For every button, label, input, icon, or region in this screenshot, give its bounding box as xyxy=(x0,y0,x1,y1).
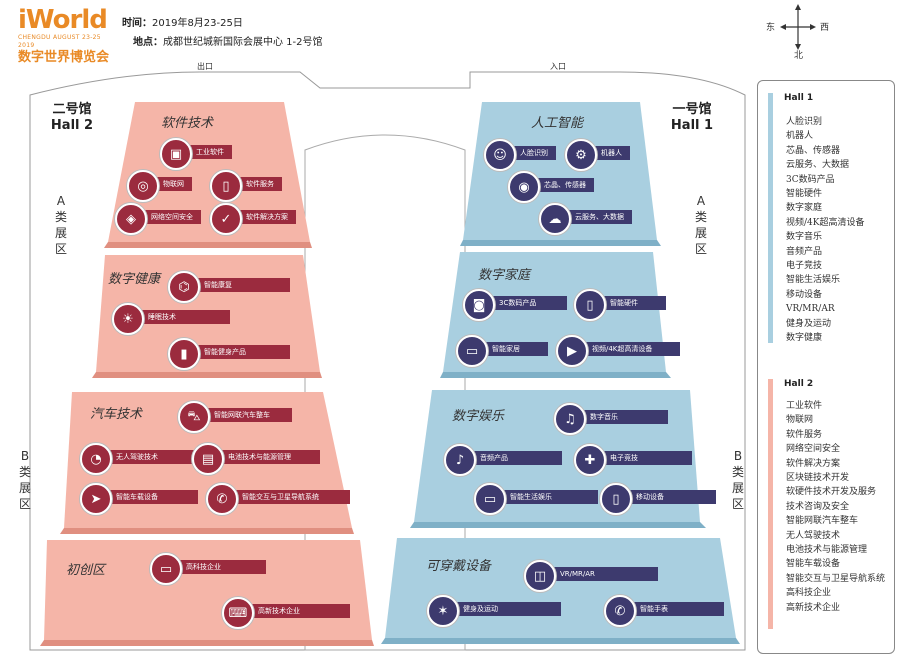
zone-software-title: 软件技术 xyxy=(161,116,214,131)
robot-icon: ⚙ xyxy=(565,139,597,171)
legend-item: 智能生活娱乐 xyxy=(786,275,841,286)
legend-hall1-list: 人脸识别机器人芯晶、传感器云服务、大数据 3C数码产品智能硬件数字家庭视频/4K超… xyxy=(786,115,864,346)
legend-item: 软件解决方案 xyxy=(786,458,841,469)
iworld-logo: iWorld CHENGDU AUGUST 23-25 2019 数字世界博览会 xyxy=(18,6,118,65)
satellite-icon: ✆ xyxy=(206,483,238,515)
zone-startup-shape xyxy=(40,540,374,646)
mouse-icon: ▯ xyxy=(210,170,242,202)
exit-label: 出口 xyxy=(197,62,213,71)
network-node-icon: ⌬ xyxy=(168,271,200,303)
face-scan-icon: ☺ xyxy=(484,139,516,171)
battery-icon: ▤ xyxy=(192,443,224,475)
compass-icon xyxy=(780,4,816,50)
play-icon: ▶ xyxy=(556,335,588,367)
legend-item: 网络空间安全 xyxy=(786,444,841,455)
event-place: 地点：成都世纪城新国际会展中心 1-2号馆 xyxy=(133,37,323,48)
legend-hall2-list: 工业软件物联网软件服务网络空间安全软件解决方案区块链技术开发软硬件技术开发及服务… xyxy=(786,399,885,615)
legend-item: 健身及运动 xyxy=(786,318,832,329)
compass-east: 东 xyxy=(766,23,776,33)
legend-item: 3C数码产品 xyxy=(786,174,835,185)
gamepad-icon: ✚ xyxy=(574,444,606,476)
legend-item: 数字家庭 xyxy=(786,203,823,214)
zone-startup-title: 初创区 xyxy=(66,563,106,578)
legend-hall2-bar xyxy=(768,379,773,629)
hardware-card-icon: ▯ xyxy=(574,289,606,321)
zone-auto-title: 汽车技术 xyxy=(90,407,143,422)
legend-panel: Hall 1 人脸识别机器人芯晶、传感器云服务、大数据 3C数码产品智能硬件数字家… xyxy=(757,80,895,654)
zone-ai-shape xyxy=(460,102,661,246)
sensor-icon: ◉ xyxy=(508,171,540,203)
zone-ai-title: 人工智能 xyxy=(531,116,584,131)
laptop-icon: ⌨ xyxy=(222,597,254,629)
compass-north: 北 xyxy=(794,51,804,61)
legend-item: 芯晶、传感器 xyxy=(786,145,841,156)
zone-ent-title: 数字娱乐 xyxy=(452,409,505,424)
chip-icon: ▣ xyxy=(160,138,192,170)
legend-item: 软件服务 xyxy=(786,429,823,440)
sim-card-icon: ▮ xyxy=(168,338,200,370)
handheld-console-icon: ▭ xyxy=(474,483,506,515)
tablet-icon: ▯ xyxy=(600,483,632,515)
lightbulb-icon: ☀ xyxy=(112,303,144,335)
legend-item: 数字健康 xyxy=(786,333,823,344)
zone-wear-title: 可穿戴设备 xyxy=(426,559,492,574)
logo-cn-name: 数字世界博览会 xyxy=(18,50,110,65)
legend-item: 音频产品 xyxy=(786,246,823,257)
entrance-label: 入口 xyxy=(550,62,566,71)
monitor-icon: ▭ xyxy=(150,553,182,585)
fitness-person-icon: ✶ xyxy=(427,595,459,627)
legend-item: 云服务、大数据 xyxy=(786,160,850,171)
legend-hall2-title: Hall 2 xyxy=(784,379,814,389)
legend-item: VR/MR/AR xyxy=(786,304,835,315)
legend-item: 物联网 xyxy=(786,415,814,426)
legend-item: 智能硬件 xyxy=(786,189,823,200)
check-icon: ✓ xyxy=(210,203,242,235)
legend-item: 高新技术企业 xyxy=(786,602,841,613)
cloud-icon: ☁ xyxy=(539,203,571,235)
phone-watch-icon: ✆ xyxy=(604,595,636,627)
hd-tv-icon: ▭ xyxy=(456,335,488,367)
legend-item: 电子竞技 xyxy=(786,261,823,272)
logo-text: iWorld xyxy=(18,5,108,35)
zone-health-title: 数字健康 xyxy=(108,272,161,287)
legend-item: 高科技企业 xyxy=(786,588,832,599)
navigation-arrow-icon: ➤ xyxy=(80,483,112,515)
legend-item: 软硬件技术开发及服务 xyxy=(786,487,877,498)
legend-item: 智能交互与卫星导航系统 xyxy=(786,573,886,584)
zone-software-shape xyxy=(104,102,312,248)
camera-icon: ◙ xyxy=(463,289,495,321)
zone-home-title: 数字家庭 xyxy=(478,268,531,283)
legend-item: 工业软件 xyxy=(786,401,823,411)
sound-wave-icon: ♪ xyxy=(444,444,476,476)
legend-hall1-title: Hall 1 xyxy=(784,93,814,103)
legend-item: 数字音乐 xyxy=(786,232,823,243)
legend-item: 移动设备 xyxy=(786,289,823,300)
vr-headset-icon: ◫ xyxy=(524,560,556,592)
zone-wear-shape xyxy=(381,538,740,644)
legend-hall1-bar xyxy=(768,93,773,343)
legend-item: 机器人 xyxy=(786,131,814,142)
event-time: 时间：2019年8月23-25日 xyxy=(122,18,243,29)
speedometer-icon: ◔ xyxy=(80,443,112,475)
legend-item: 电池技术与能源管理 xyxy=(786,545,868,556)
headphones-icon: ♫ xyxy=(554,403,586,435)
legend-item: 技术咨询及安全 xyxy=(786,501,850,512)
wifi-shield-icon: ◈ xyxy=(115,203,147,235)
legend-item: 视频/4K超高清设备 xyxy=(786,217,865,228)
compass-west: 西 xyxy=(820,23,830,33)
legend-item: 无人驾驶技术 xyxy=(786,530,841,541)
logo-subtitle: CHENGDU AUGUST 23-25 2019 xyxy=(18,34,101,49)
globe-icon: ◎ xyxy=(127,170,159,202)
legend-item: 智能网联汽车整车 xyxy=(786,516,859,527)
legend-item: 区块链技术开发 xyxy=(786,473,850,484)
legend-item: 智能车载设备 xyxy=(786,559,841,570)
legend-item: 人脸识别 xyxy=(786,117,823,127)
car-icon: ⛍ xyxy=(178,401,210,433)
